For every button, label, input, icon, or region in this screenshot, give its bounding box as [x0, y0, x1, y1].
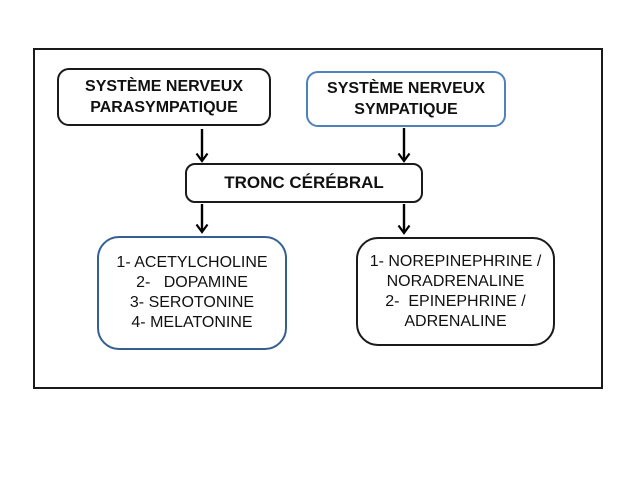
list-item: 4- MELATONINE — [131, 314, 253, 331]
list-item: 3- SEROTONINE — [129, 294, 255, 311]
node-label: SYMPATIQUE — [354, 101, 458, 118]
node-label: PARASYMPATIQUE — [90, 99, 238, 116]
arrow-down-icon — [397, 204, 411, 235]
list-item: 1- NOREPINEPHRINE / — [369, 252, 542, 270]
arrow-down-icon — [195, 129, 209, 163]
node-parasympathetic-neurotransmitters: 1- ACETYLCHOLINE 2- DOPAMINE 3- SEROTONI… — [97, 236, 287, 350]
list-item: NORADRENALINE — [386, 272, 525, 290]
node-label: SYSTÈME NERVEUX — [327, 80, 485, 97]
node-brainstem: TRONC CÉRÉBRAL — [185, 163, 423, 203]
outer-frame: SYSTÈME NERVEUX PARASYMPATIQUE SYSTÈME N… — [33, 48, 603, 389]
list-item: ADRENALINE — [404, 312, 507, 330]
list-item: 2- EPINEPHRINE / — [385, 292, 526, 310]
list-item: 1- ACETYLCHOLINE — [116, 254, 268, 271]
list-item: 2- DOPAMINE — [136, 274, 248, 291]
node-sympathetic: SYSTÈME NERVEUX SYMPATIQUE — [306, 71, 506, 127]
node-parasympathetic: SYSTÈME NERVEUX PARASYMPATIQUE — [57, 68, 271, 126]
node-sympathetic-neurotransmitters: 1- NOREPINEPHRINE / NORADRENALINE 2- EPI… — [356, 237, 555, 346]
arrow-down-icon — [195, 204, 209, 234]
node-label: SYSTÈME NERVEUX — [85, 78, 243, 95]
node-label: TRONC CÉRÉBRAL — [224, 173, 384, 192]
arrow-down-icon — [397, 128, 411, 163]
